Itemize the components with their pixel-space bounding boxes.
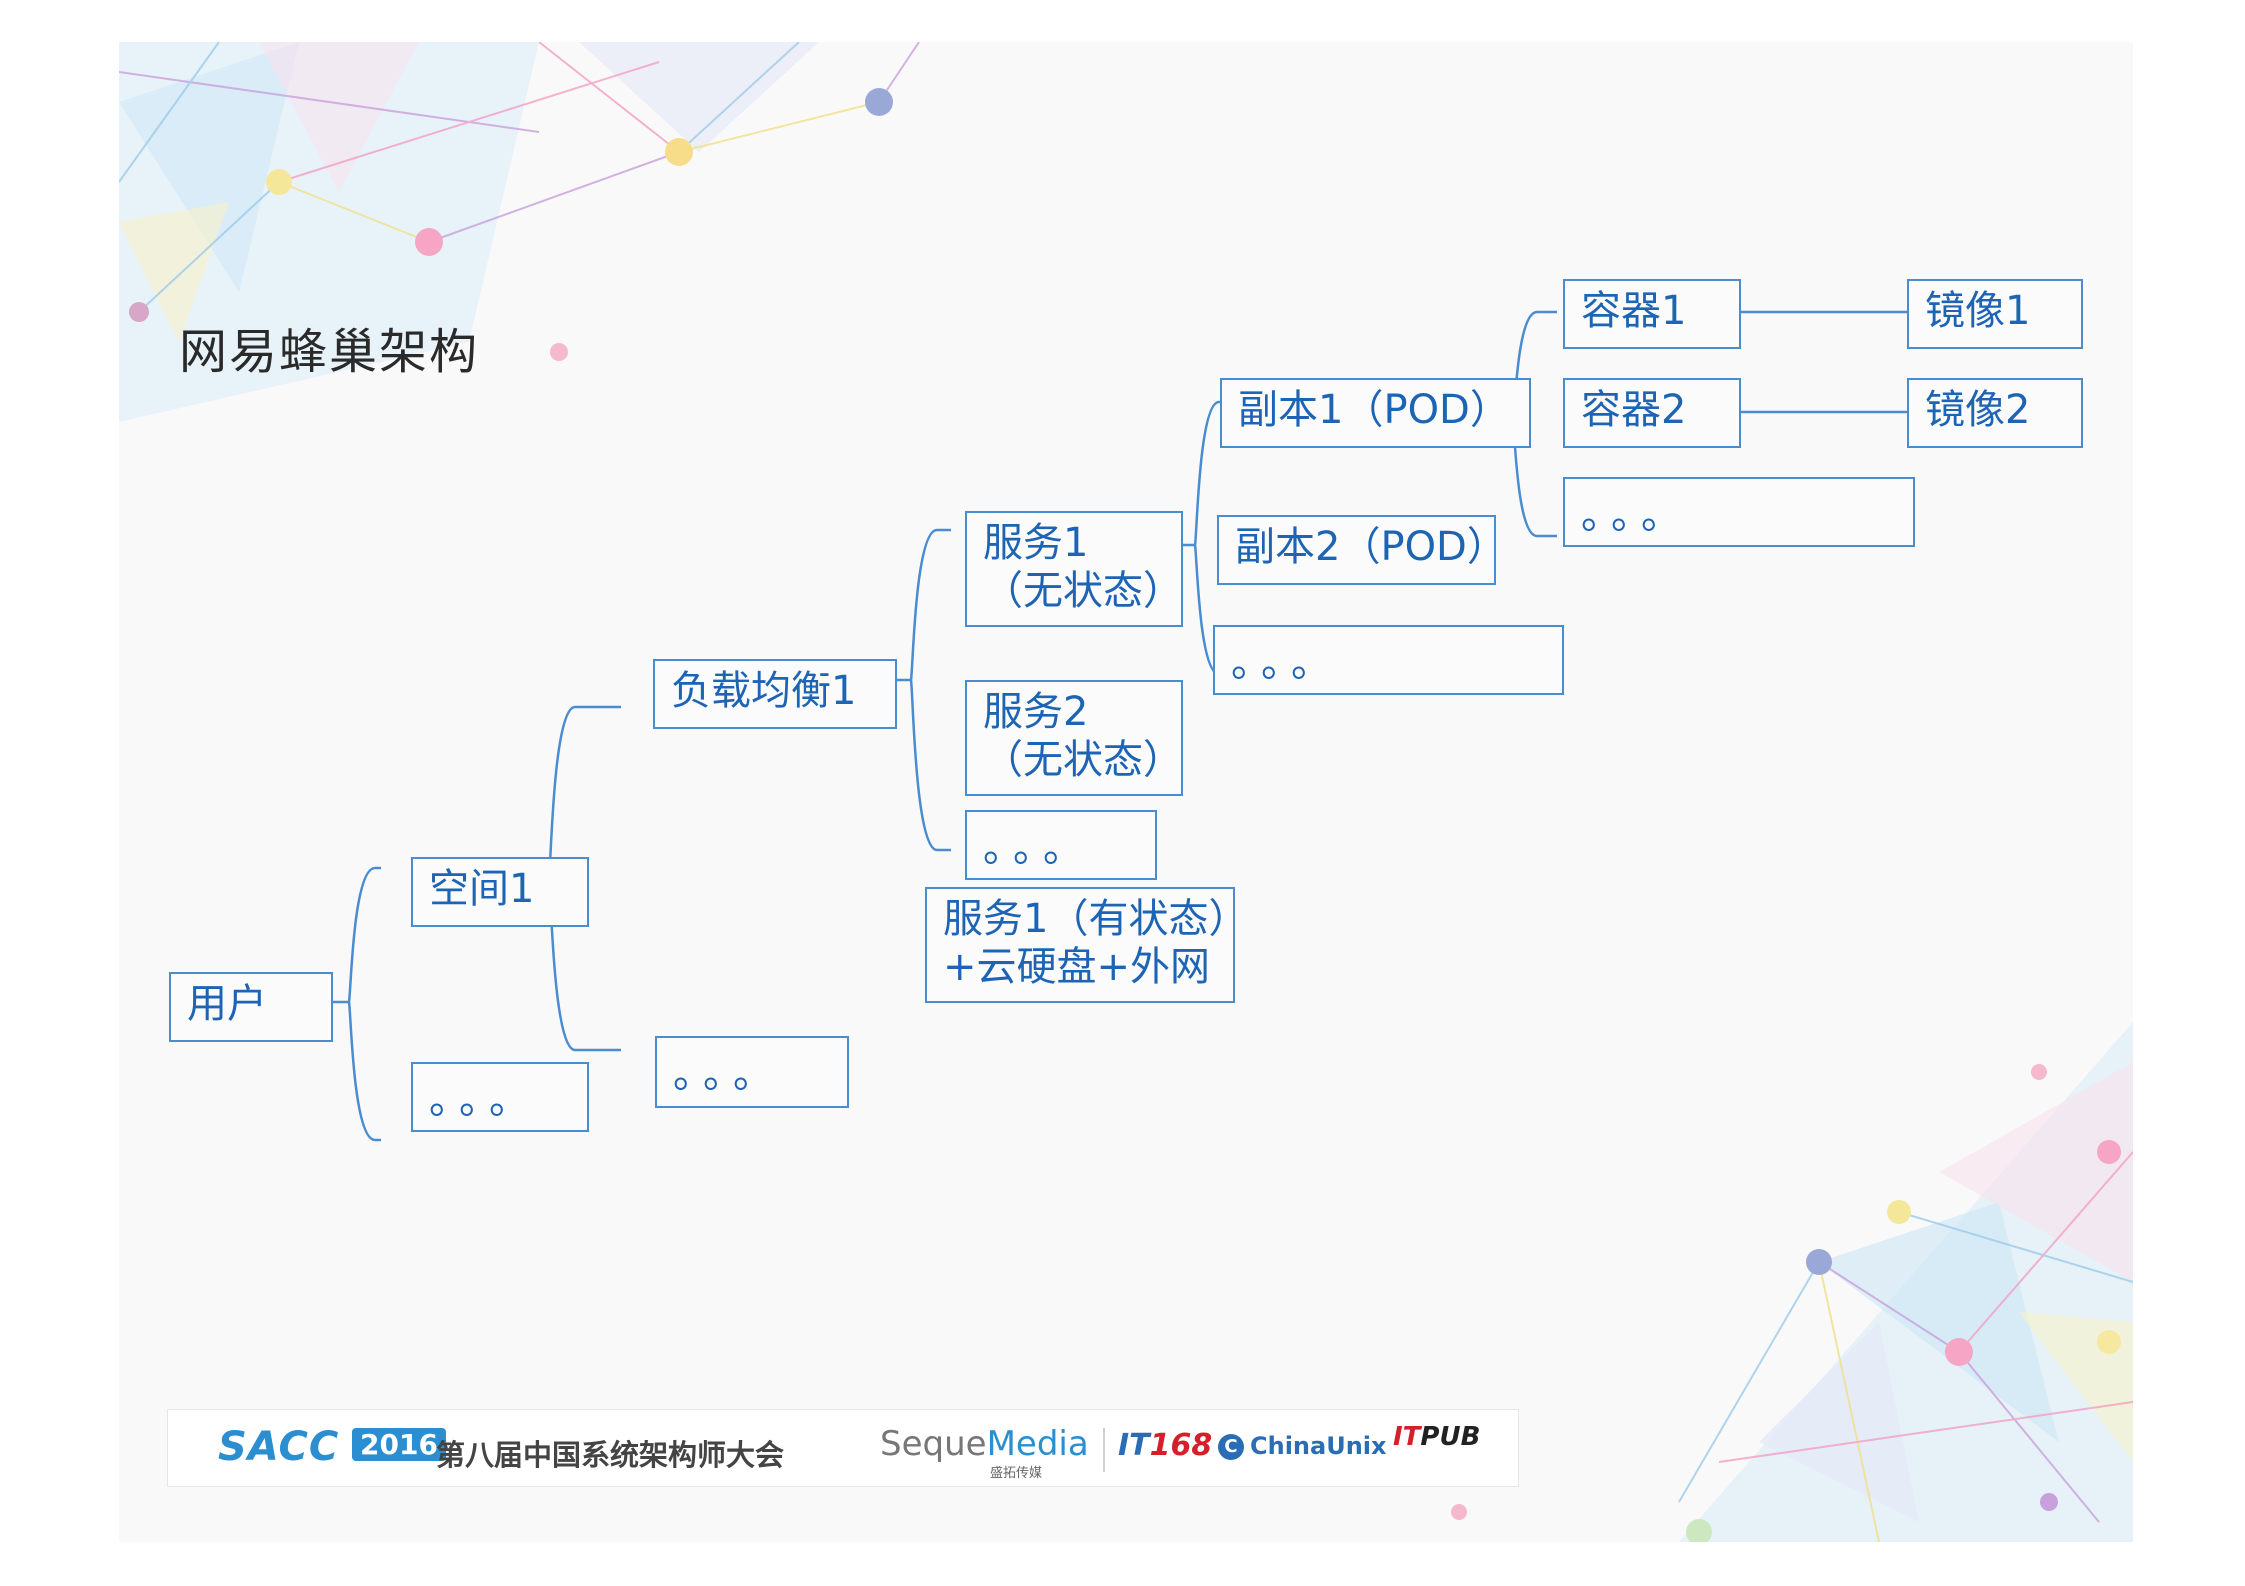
node-image1: 镜像1 (1907, 279, 2083, 349)
node-replica-more-label: 。。。 (1231, 640, 1341, 686)
node-load-balancer-more-label: 。。。 (673, 1051, 783, 1097)
node-stateful-line2: +云硬盘+外网 (943, 944, 1211, 990)
node-container-more: 。。。 (1563, 477, 1915, 547)
page-title: 网易蜂巢架构 (179, 324, 480, 380)
node-service2-line1: 服务2 (983, 689, 1089, 735)
slide: 网易蜂巢架构 用户 空间1 。。。 负载均衡1 。。。 服务1 (119, 42, 2133, 1542)
chinaunix-logo: ChinaUnix (1250, 1432, 1387, 1460)
node-replica2-label: 副本2（POD） (1235, 524, 1496, 570)
node-load-balancer-1-label: 负载均衡1 (671, 668, 857, 714)
itpub-logo-part2: PUB (1420, 1422, 1481, 1452)
node-load-balancer-1: 负载均衡1 (653, 659, 897, 729)
node-service2-line2: （无状态） (983, 737, 1183, 783)
itpub-logo-part1: IT (1393, 1422, 1421, 1452)
node-container2-label: 容器2 (1581, 387, 1687, 433)
node-image2: 镜像2 (1907, 378, 2083, 448)
node-container-more-label: 。。。 (1581, 492, 1691, 538)
node-stateful-line1: 服务1（有状态） (943, 896, 1235, 942)
it168-logo: IT168 (1118, 1428, 1212, 1463)
node-image1-label: 镜像1 (1925, 288, 2031, 334)
sacc-year-badge: 2016 (352, 1428, 446, 1461)
node-user: 用户 (169, 972, 333, 1042)
node-space1: 空间1 (411, 857, 589, 927)
node-container1-label: 容器1 (1581, 288, 1687, 334)
node-replica2-pod: 副本2（POD） (1217, 515, 1496, 585)
conference-name: 第八届中国系统架构师大会 (436, 1438, 785, 1472)
node-service1-line1: 服务1 (983, 520, 1089, 566)
sequemedia-logo-part1: Seque (880, 1424, 987, 1464)
node-service1-stateless: 服务1 （无状态） (965, 511, 1183, 627)
node-service1-line2: （无状态） (983, 568, 1183, 614)
itpub-logo: ITPUB (1393, 1422, 1480, 1452)
node-service-more-label: 。。。 (983, 825, 1093, 871)
sacc-logo: SACC (218, 1424, 340, 1470)
chinaunix-icon: C (1218, 1434, 1244, 1460)
sequemedia-logo-part2: Media (986, 1424, 1089, 1464)
node-space-more: 。。。 (411, 1062, 589, 1132)
footer-sponsor-bar: SACC 2016 第八届中国系统架构师大会 SequeMedia 盛拓传媒 I… (167, 1409, 1519, 1487)
node-service-more: 。。。 (965, 810, 1157, 880)
node-service2-stateless: 服务2 （无状态） (965, 680, 1183, 796)
sequemedia-subtitle: 盛拓传媒 (990, 1466, 1043, 1481)
it168-logo-part1: IT (1118, 1428, 1150, 1463)
it168-logo-part2: 168 (1149, 1428, 1213, 1463)
node-container1: 容器1 (1563, 279, 1741, 349)
node-space-more-label: 。。。 (429, 1077, 539, 1123)
node-container2: 容器2 (1563, 378, 1741, 448)
node-replica1-pod: 副本1（POD） (1220, 378, 1531, 448)
node-replica1-label: 副本1（POD） (1238, 387, 1510, 433)
node-load-balancer-more: 。。。 (655, 1036, 849, 1108)
node-replica-more: 。。。 (1213, 625, 1564, 695)
footer-divider (1103, 1428, 1105, 1472)
node-user-label: 用户 (187, 981, 267, 1027)
node-image2-label: 镜像2 (1925, 387, 2031, 433)
node-service1-stateful: 服务1（有状态） +云硬盘+外网 (925, 887, 1235, 1003)
node-space1-label: 空间1 (429, 866, 535, 912)
sequemedia-logo: SequeMedia (880, 1424, 1089, 1464)
decorative-background (119, 42, 2133, 1542)
